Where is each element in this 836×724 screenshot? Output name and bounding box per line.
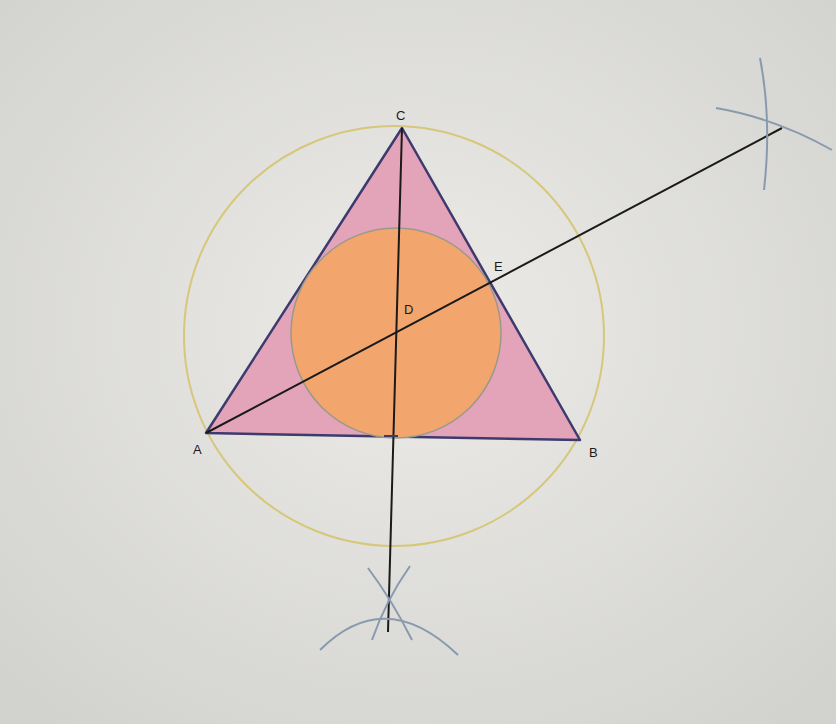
tick-mark [384, 435, 398, 437]
point-label: C [396, 108, 405, 123]
point-label: A [193, 442, 202, 457]
point-label: D [404, 302, 413, 317]
compass-arc [716, 108, 832, 150]
circumcircle [184, 126, 604, 546]
compass-arc [760, 58, 767, 190]
triangle [206, 128, 580, 440]
bisector-line [388, 128, 402, 632]
point-label: B [589, 445, 598, 460]
compass-arc [368, 568, 412, 640]
point-label: E [494, 259, 503, 274]
compass-arc [372, 566, 410, 640]
compass-arc [320, 619, 458, 655]
bisector-line [206, 128, 782, 433]
